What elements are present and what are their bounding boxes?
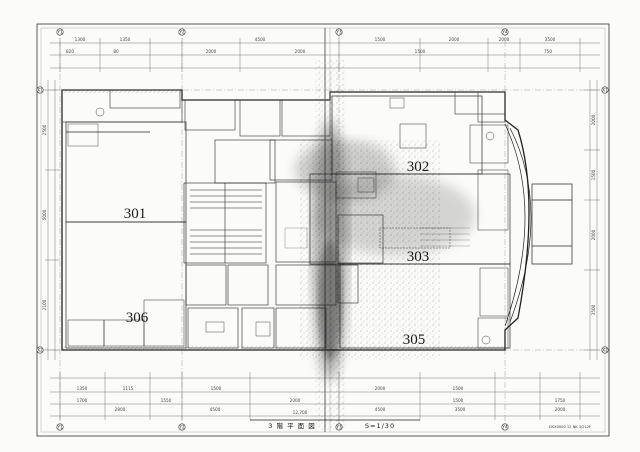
bottom-dimension-upper-row: 1350 1115 1500 2000 1500 xyxy=(77,386,464,391)
right-dimension-labels: 2000 1500 2000 3500 xyxy=(591,114,596,315)
dim-right-label: 2000 xyxy=(591,229,596,240)
overall-dimension: 12,700 xyxy=(293,410,308,415)
dim-top-lower-label: 2000 xyxy=(295,49,306,54)
side-dimension-lines xyxy=(45,80,600,360)
dim-top-upper-label: 1300 xyxy=(75,37,86,42)
dim-right-label: 2000 xyxy=(591,114,596,125)
dim-right-label: 3500 xyxy=(591,304,596,315)
dim-top-lower-label: 750 xyxy=(544,49,552,54)
dim-bottom-upper-label: 1115 xyxy=(123,386,134,391)
fold-smudge xyxy=(295,28,475,432)
dim-top-upper-label: 1500 xyxy=(375,37,386,42)
sheet-border xyxy=(36,23,610,437)
room-label-306: 306 xyxy=(126,310,149,326)
dim-left-label: 2100 xyxy=(42,299,47,310)
drawing-stamp: DSX0000 12 NK 3/2L2F xyxy=(549,425,591,429)
dim-bottom-middle-label: 1750 xyxy=(555,398,566,403)
grid-column-label-top: Y3 xyxy=(336,30,342,35)
grid-column-label-top: Y4 xyxy=(502,30,508,35)
grid-column-label-top: Y2 xyxy=(179,30,185,35)
dim-bottom-upper-label: 1500 xyxy=(211,386,222,391)
grid-row-label-right: X1 xyxy=(602,88,608,93)
wall-hatch xyxy=(62,90,505,350)
dim-bottom-middle-label: 1550 xyxy=(161,398,172,403)
dim-bottom-upper-label: 1350 xyxy=(77,386,88,391)
left-dimension-labels: 2500 5000 2100 xyxy=(42,124,47,310)
dim-top-upper-label: 2000 xyxy=(449,37,460,42)
bottom-dimension-lower-row: 2800 4500 4500 3500 2000 xyxy=(115,407,566,412)
dim-bottom-middle-label: 2000 xyxy=(290,398,301,403)
top-dimension-lower-row: 820 80 2000 2000 1500 750 xyxy=(66,49,552,54)
dim-bottom-upper-label: 2000 xyxy=(375,386,386,391)
bottom-dimension-middle-row: 1700 1550 2000 1500 1750 xyxy=(77,398,566,403)
grid-column-label-top: Y1 xyxy=(57,30,63,35)
stair-core xyxy=(183,139,327,349)
grid-column-label-bottom: Y3 xyxy=(336,425,342,430)
dim-top-lower-label: 2000 xyxy=(206,49,217,54)
sheet-inner-border xyxy=(40,27,606,433)
room-306 xyxy=(65,221,187,349)
grid-column-label-bottom: Y4 xyxy=(502,425,508,430)
dim-left-label: 2500 xyxy=(42,124,47,135)
dim-bottom-lower-label: 4500 xyxy=(210,407,221,412)
dim-right-label: 1500 xyxy=(591,169,596,180)
dim-bottom-lower-label: 2000 xyxy=(555,407,566,412)
dim-bottom-middle-label: 1500 xyxy=(453,398,464,403)
grid-column-label-bottom: Y2 xyxy=(179,425,185,430)
dim-top-lower-label: 80 xyxy=(113,49,119,54)
dim-top-upper-label: 4500 xyxy=(255,37,266,42)
curved-balcony xyxy=(504,123,573,327)
dim-top-lower-label: 820 xyxy=(66,49,74,54)
grid-row-label-right: X2 xyxy=(602,348,608,353)
room-label-301: 301 xyxy=(124,206,147,222)
grid-row-label-left: X1 xyxy=(37,88,43,93)
dim-bottom-upper-label: 1500 xyxy=(453,386,464,391)
dim-bottom-middle-label: 1700 xyxy=(77,398,88,403)
dim-bottom-lower-label: 2800 xyxy=(115,407,126,412)
dim-top-lower-label: 1500 xyxy=(415,49,426,54)
top-dimension-upper-row: 1300 1350 4500 1500 2000 2000 3500 xyxy=(75,37,556,42)
dim-bottom-lower-label: 4500 xyxy=(375,407,386,412)
dim-top-upper-label: 3500 xyxy=(545,37,556,42)
dim-bottom-lower-label: 3500 xyxy=(455,407,466,412)
grid-column-label-bottom: Y1 xyxy=(57,425,63,430)
title-block: 3 階 平 面 図 S=1/30 DSX0000 12 NK 3/2L2F xyxy=(250,419,591,430)
dim-left-label: 5000 xyxy=(42,209,47,220)
dim-top-upper-label: 1350 xyxy=(120,37,131,42)
drawing-scale: S=1/30 xyxy=(365,422,395,430)
dim-top-upper-label: 2000 xyxy=(499,37,510,42)
drawing-title: 3 階 平 面 図 xyxy=(268,421,315,430)
grid-row-label-left: X2 xyxy=(37,348,43,353)
exterior-walls xyxy=(61,89,530,351)
north-wall-details xyxy=(61,89,506,137)
